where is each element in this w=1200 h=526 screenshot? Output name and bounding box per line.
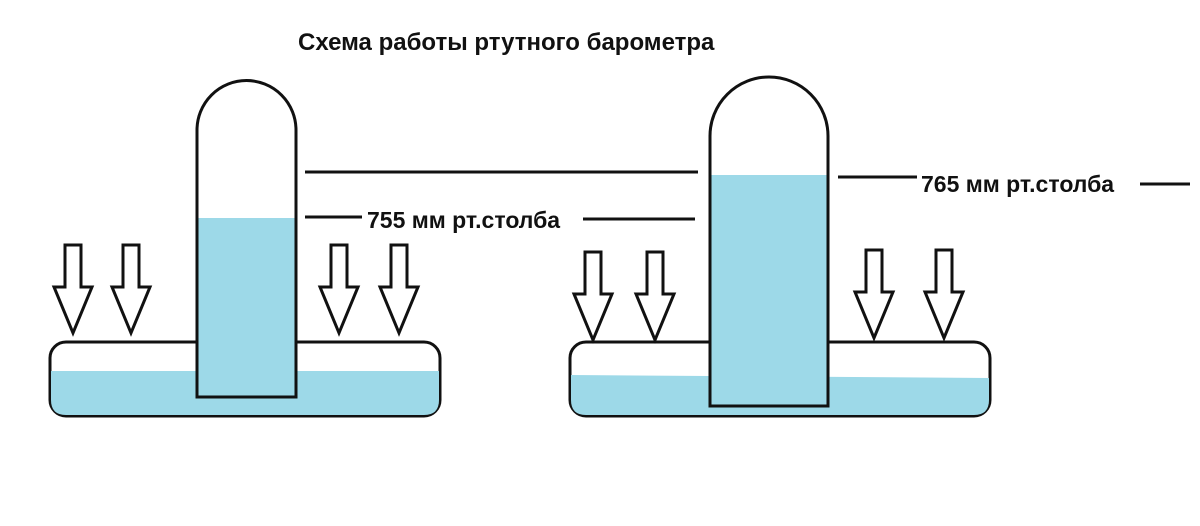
- arrow-shape: [922, 248, 966, 342]
- down-arrow-icon: [922, 248, 966, 342]
- arrow-shape: [317, 243, 361, 337]
- down-arrow-icon: [633, 250, 677, 344]
- arrow-shape: [571, 250, 615, 344]
- down-arrow-icon: [51, 243, 95, 337]
- tube-mercury-column: [197, 218, 296, 396]
- arrow-shape: [109, 243, 153, 337]
- barometer-tube: [708, 75, 830, 408]
- arrow-shape: [633, 250, 677, 344]
- down-arrow-icon: [377, 243, 421, 337]
- tube-mercury-column: [710, 175, 828, 405]
- arrow-shape: [852, 248, 896, 342]
- down-arrow-icon: [852, 248, 896, 342]
- diagram-title: Схема работы ртутного барометра: [298, 29, 715, 56]
- barometer-right: 765 мм рт.столба: [568, 75, 1190, 418]
- down-arrow-icon: [317, 243, 361, 337]
- down-arrow-icon: [571, 250, 615, 344]
- barometer-tube: [195, 79, 298, 399]
- arrow-shape: [377, 243, 421, 337]
- barometer-left: 755 мм рт.столба: [48, 79, 695, 418]
- reading-label-right: 765 мм рт.столба: [921, 171, 1114, 197]
- arrow-shape: [51, 243, 95, 337]
- down-arrow-icon: [109, 243, 153, 337]
- reading-label-left: 755 мм рт.столба: [367, 207, 560, 233]
